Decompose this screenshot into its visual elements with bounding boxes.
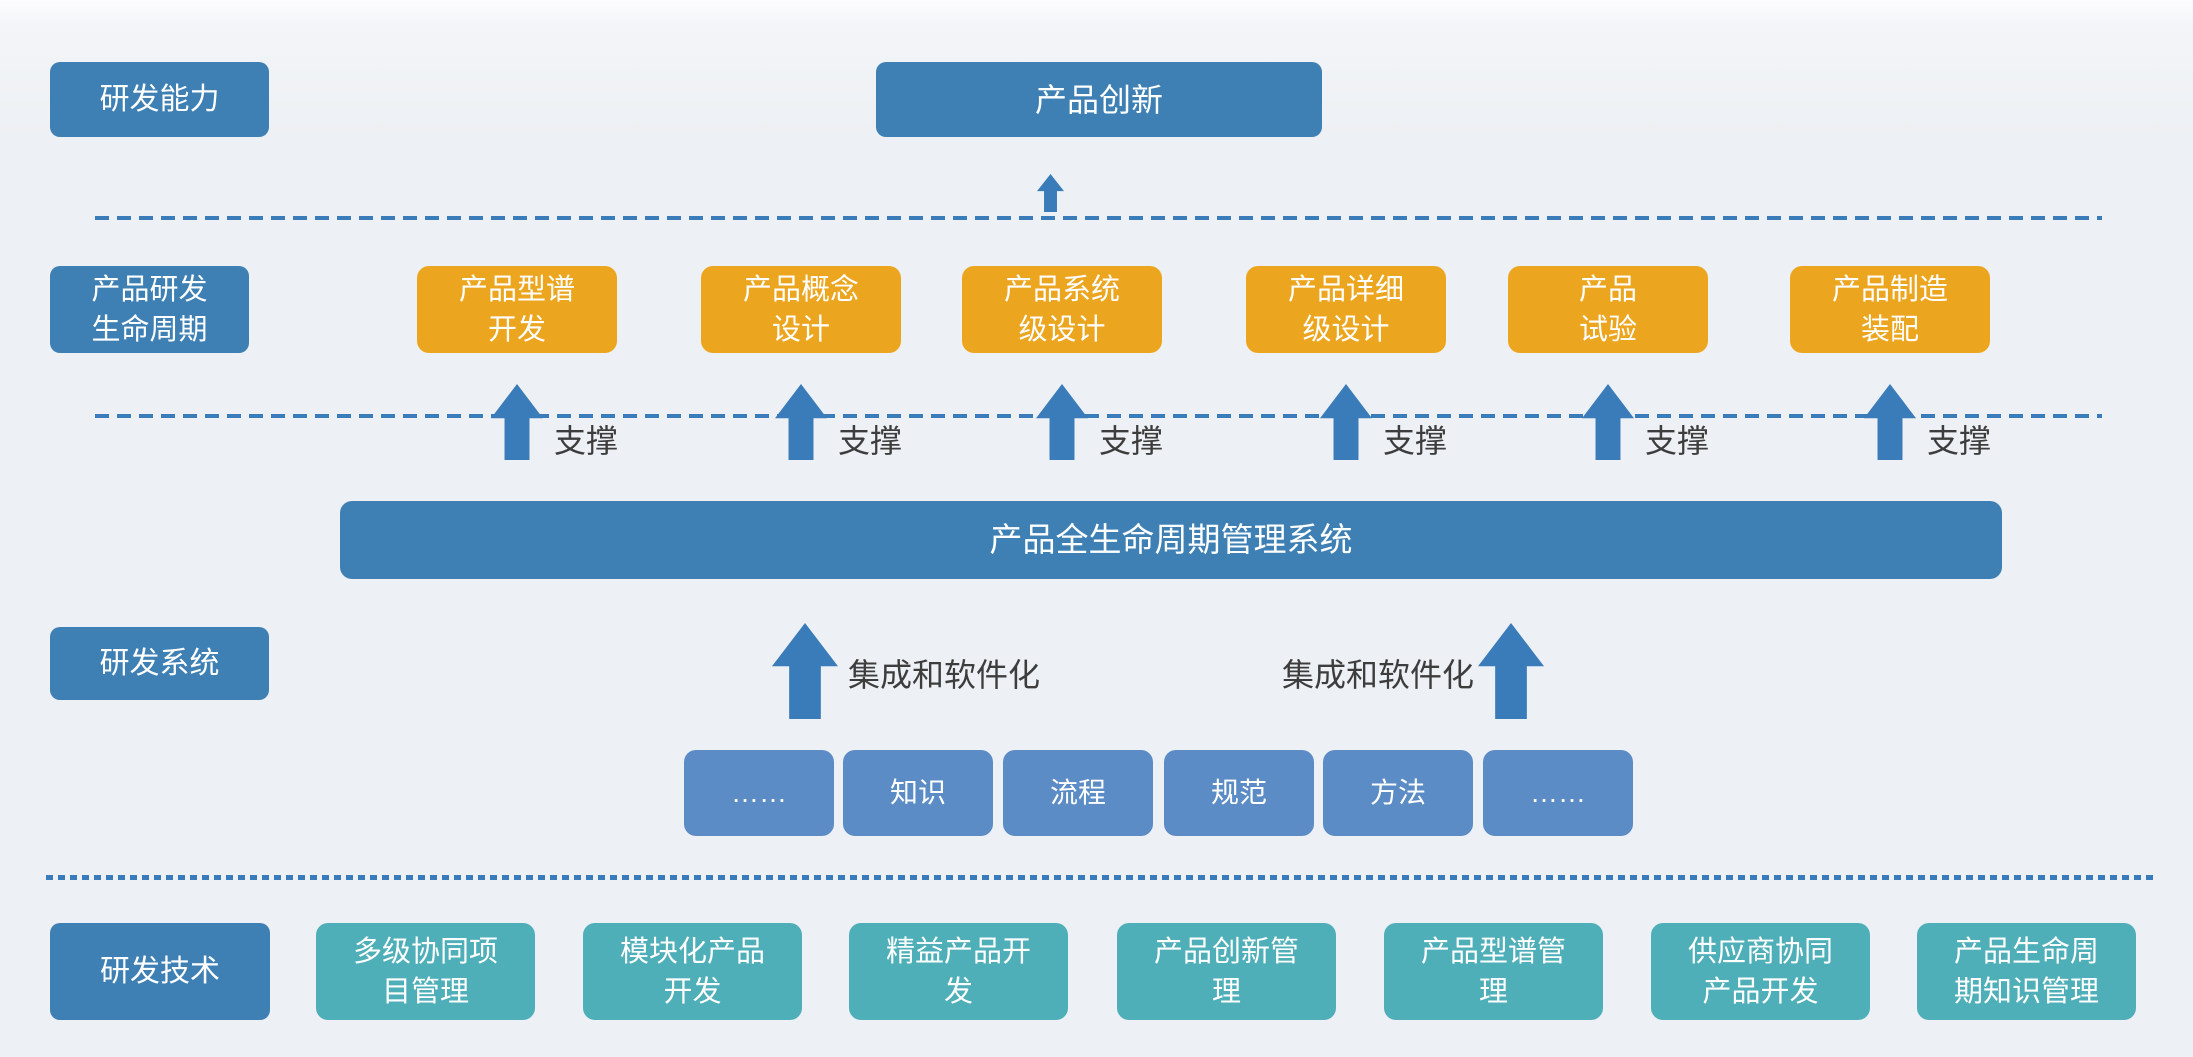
support-up-arrow-icon xyxy=(1036,384,1088,460)
product-innovation-box: 产品创新 xyxy=(876,62,1322,137)
lifecycle-label-box: 产品研发 生命周期 xyxy=(50,266,249,353)
capability-label-box: 研发能力 xyxy=(50,62,269,137)
tech-box-3: 精益产品开 发 xyxy=(849,923,1068,1020)
stage-box-5: 产品 试验 xyxy=(1508,266,1708,353)
technology-label-box: 研发技术 xyxy=(50,923,270,1020)
stage-box-2: 产品概念 设计 xyxy=(701,266,901,353)
integration-label: 集成和软件化 xyxy=(1282,657,1475,693)
support-label: 支撑 xyxy=(1099,423,1164,459)
support-label: 支撑 xyxy=(554,423,619,459)
support-up-arrow-icon xyxy=(775,384,827,460)
integration-label: 集成和软件化 xyxy=(848,657,1041,693)
support-up-arrow-icon xyxy=(1320,384,1372,460)
support-label: 支撑 xyxy=(1927,423,1992,459)
dashed-divider-top xyxy=(95,216,2102,220)
integration-up-arrow-icon xyxy=(772,623,838,719)
element-box-5: 方法 xyxy=(1323,750,1473,836)
support-up-arrow-icon xyxy=(1582,384,1634,460)
tech-box-1: 多级协同项 目管理 xyxy=(316,923,535,1020)
tech-box-7: 产品生命周 期知识管理 xyxy=(1917,923,2136,1020)
support-up-arrow-icon xyxy=(491,384,543,460)
element-box-1: …… xyxy=(684,750,834,836)
element-box-6: …… xyxy=(1483,750,1633,836)
plm-system-bar: 产品全生命周期管理系统 xyxy=(340,501,2002,579)
element-box-3: 流程 xyxy=(1003,750,1153,836)
tech-box-5: 产品型谱管 理 xyxy=(1384,923,1603,1020)
dotted-divider-bottom xyxy=(46,875,2156,880)
system-label-box: 研发系统 xyxy=(50,627,269,700)
tech-box-2: 模块化产品 开发 xyxy=(583,923,802,1020)
element-box-2: 知识 xyxy=(843,750,993,836)
support-label: 支撑 xyxy=(1383,423,1448,459)
stage-box-6: 产品制造 装配 xyxy=(1790,266,1990,353)
stage-box-1: 产品型谱 开发 xyxy=(417,266,617,353)
dashed-divider-middle xyxy=(95,414,2102,418)
element-box-4: 规范 xyxy=(1164,750,1314,836)
stage-box-3: 产品系统 级设计 xyxy=(962,266,1162,353)
stage-box-4: 产品详细 级设计 xyxy=(1246,266,1446,353)
tech-box-4: 产品创新管 理 xyxy=(1117,923,1336,1020)
integration-up-arrow-icon xyxy=(1478,623,1544,719)
tech-box-6: 供应商协同 产品开发 xyxy=(1651,923,1870,1020)
support-up-arrow-icon xyxy=(1864,384,1916,460)
support-label: 支撑 xyxy=(1645,423,1710,459)
up-arrow-icon xyxy=(1037,174,1064,212)
support-label: 支撑 xyxy=(838,423,903,459)
